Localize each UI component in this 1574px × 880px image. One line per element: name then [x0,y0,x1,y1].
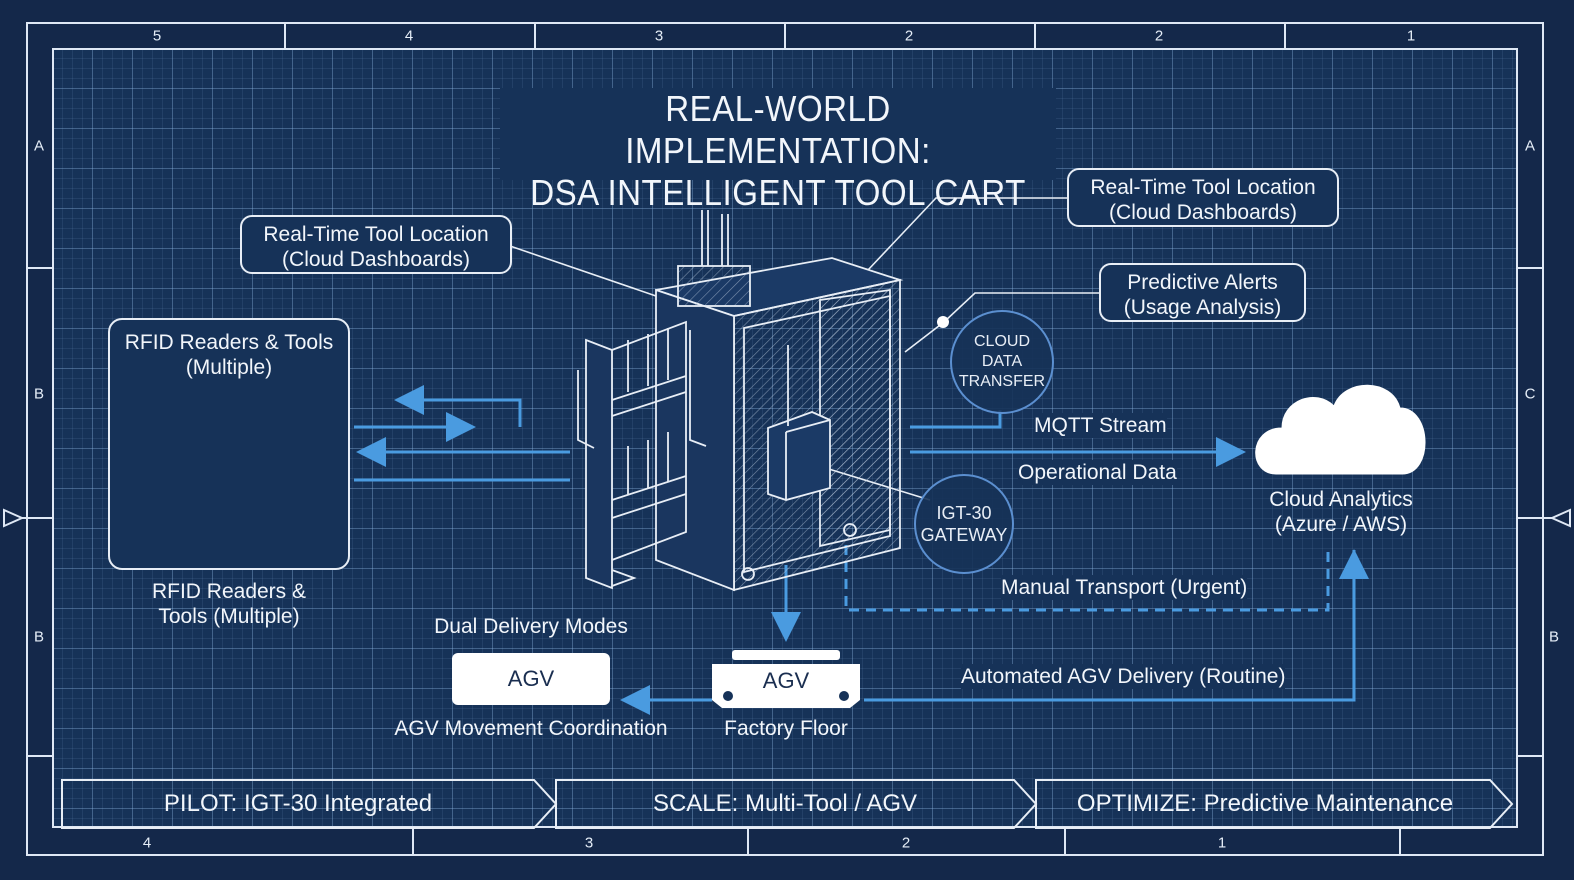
border-label-bottom: 2 [901,834,911,852]
cloud-analytics-caption: Cloud Analytics (Azure / AWS) [1269,488,1413,536]
border-label-top: 3 [654,27,664,45]
title-line-1: REAL-WORLD IMPLEMENTATION: [625,88,931,171]
border-label-top: 1 [1406,27,1416,45]
rfid-caption: RFID Readers & Tools (Multiple) [151,580,307,628]
cloud-data-transfer-badge: CLOUD DATA TRANSFER [950,310,1054,414]
border-label-left: B [33,385,45,403]
igt30-gateway-badge: IGT-30 GATEWAY [914,474,1014,574]
border-label-right: B [1548,628,1560,646]
border-label-left: B [33,628,45,646]
stage-pilot: PILOT: IGT-30 Integrated [163,790,433,817]
border-label-bottom: 3 [584,834,594,852]
border-label-bottom: 1 [1217,834,1227,852]
border-label-top: 2 [1154,27,1164,45]
rfid-panel-subtitle: (Multiple) [185,356,273,379]
border-ticks [3,22,1571,856]
data-flows [354,385,1369,715]
stage-scale: SCALE: Multi-Tool / AGV [652,790,918,817]
callout-location-left: Real-Time Tool Location (Cloud Dashboard… [240,215,512,274]
rfid-tools-panel: RFID Readers & Tools (Multiple) [108,318,350,570]
agv-coordination-box: AGV [452,653,610,705]
cloud-icon [1255,384,1426,475]
border-label-top: 2 [904,27,914,45]
agv-vehicle-icon [712,650,860,708]
border-label-left: A [33,137,45,155]
tool-cart-drawing [577,210,904,592]
automated-delivery-label: Automated AGV Delivery (Routine) [961,664,1286,689]
agv-coordination-caption: AGV Movement Coordination [394,717,668,740]
stage-banner [61,779,1514,829]
manual-transport-label: Manual Transport (Urgent) [1001,575,1248,600]
border-label-bottom: 4 [142,834,152,852]
dual-delivery-heading: Dual Delivery Modes [434,615,628,638]
title-line-2: DSA INTELLIGENT TOOL CART [530,172,1026,213]
operational-data-label: Operational Data [1018,460,1177,485]
leader-dot [937,316,949,328]
border-label-right: A [1524,137,1536,155]
page-title: REAL-WORLD IMPLEMENTATION: DSA INTELLIGE… [500,88,1056,213]
border-label-top: 4 [404,27,414,45]
stage-optimize: OPTIMIZE: Predictive Maintenance [1076,790,1454,817]
rfid-panel-title: RFID Readers & Tools [124,331,334,354]
callout-predictive-alerts: Predictive Alerts (Usage Analysis) [1099,263,1306,322]
factory-floor-caption: Factory Floor [724,717,848,740]
callout-location-right: Real-Time Tool Location (Cloud Dashboard… [1067,168,1339,227]
agv-vehicle-label: AGV [762,668,810,693]
border-label-top: 5 [152,27,162,45]
border-label-right: C [1524,385,1536,403]
mqtt-stream-label: MQTT Stream [1034,413,1167,438]
